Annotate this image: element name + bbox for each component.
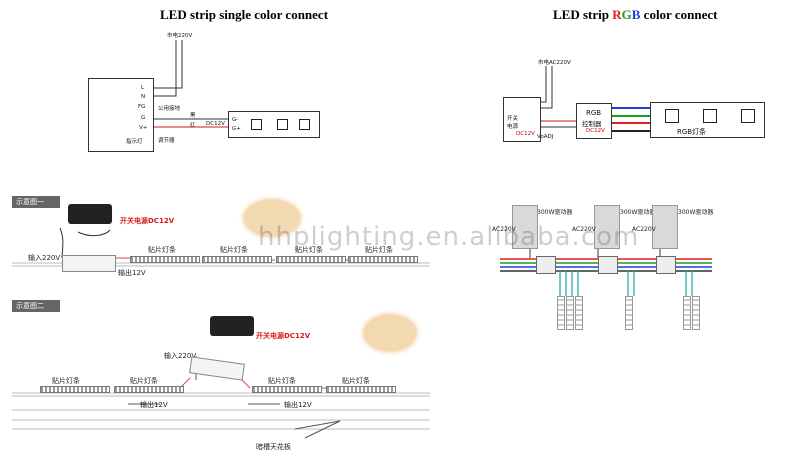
scene1-strip: [130, 256, 200, 263]
rgb-title-suffix: color connect: [640, 7, 718, 22]
rgb-mains-label: 市电AC220V: [538, 60, 571, 66]
terminal-note-adjuster: 调节器: [158, 138, 175, 144]
rgb-driver-label: 300W驱动器: [537, 209, 573, 216]
scene2-tag: 示意图二: [12, 300, 60, 312]
led-chip: [277, 119, 288, 130]
watermark-text: hhplighting.en.alibaba.com: [258, 222, 640, 252]
scene2-strip-label: 贴片灯条: [342, 377, 370, 385]
scene1-led-reel: [244, 200, 300, 236]
supply-voltage: DC12V: [516, 131, 535, 137]
rgb-controller: RGB 控制器 DC12V: [576, 103, 612, 139]
ceiling-label: 暗槽天花板: [256, 443, 291, 451]
scene2-input-label: 输入220V: [164, 352, 197, 360]
controller-label-2: 控制器: [582, 120, 602, 128]
rgb-strip-drop: [692, 296, 700, 330]
rgb-led-chip: [665, 109, 679, 123]
rgb-power-supply: 开关 电源 DC12V: [503, 97, 541, 142]
scene2-power-label: 开关电源DC12V: [256, 332, 311, 340]
terminal-indicator: 指示灯: [126, 139, 143, 145]
rgb-connector: [536, 256, 556, 274]
scene1-strip: [348, 256, 418, 263]
single-mains-label: 市电220V: [167, 33, 193, 39]
terminal-note-ground: 公用接地: [158, 106, 181, 112]
wire-black-label: 黑: [190, 113, 196, 119]
controller-voltage: DC12V: [586, 128, 605, 134]
scene2-strip-label: 贴片灯条: [130, 377, 158, 385]
wire-red-label: 红: [190, 123, 196, 129]
strip-pin-minus: G-: [232, 117, 239, 123]
rgb-color-title: LED strip RGB color connect: [553, 7, 717, 23]
rgb-title-g: G: [621, 7, 632, 22]
scene2-strip-label: 贴片灯条: [268, 377, 296, 385]
single-color-title: LED strip single color connect: [160, 7, 328, 23]
rgb-ac-label: AC220V: [632, 226, 656, 233]
rgb-led-strip: RGB灯条: [650, 102, 765, 138]
scene2-strip: [326, 386, 396, 393]
rgb-title-b: B: [631, 7, 641, 22]
rgb-strip-drop: [625, 296, 633, 330]
rgb-title-prefix: LED strip: [553, 7, 613, 22]
rgb-driver-unit: [512, 205, 538, 249]
rgb-driver-unit: [652, 205, 678, 249]
scene1-strip-label: 贴片灯条: [220, 246, 248, 254]
supply-adj: VoADJ: [537, 134, 554, 140]
dc12v-label: DC12V: [206, 121, 225, 127]
scene1-strip-label: 贴片灯条: [148, 246, 176, 254]
terminal-fg: FG: [138, 104, 146, 110]
scene2-output-right: 输出12V: [284, 401, 312, 409]
scene2-led-reel: [364, 315, 416, 351]
rgb-strip-drop: [557, 296, 565, 330]
rgb-ac-label: AC220V: [492, 226, 516, 233]
single-led-strip: G- G+: [228, 111, 320, 138]
controller-label-1: RGB: [586, 109, 602, 117]
scene2-strip: [40, 386, 110, 393]
led-chip: [251, 119, 262, 130]
scene1-adapter: [68, 204, 112, 224]
supply-label-1: 开关: [507, 116, 519, 122]
terminal-v-plus: V+: [139, 125, 148, 131]
strip-pin-plus: G+: [232, 126, 241, 132]
rgb-ac-label: AC220V: [572, 226, 596, 233]
scene2-output-left: 输出12V: [140, 401, 168, 409]
scene1-strip: [202, 256, 272, 263]
scene1-strip: [276, 256, 346, 263]
scene2-adapter: [210, 316, 254, 336]
led-chip: [299, 119, 310, 130]
rgb-title-r: R: [612, 7, 622, 22]
scene1-output-label: 输出12V: [118, 269, 146, 277]
rgb-strip-drop: [683, 296, 691, 330]
terminal-l: L: [141, 85, 145, 91]
scene1-tag: 示意图一: [12, 196, 60, 208]
scene1-input-label: 输入220V: [28, 254, 61, 262]
rgb-led-chip: [741, 109, 755, 123]
rgb-strip-label: RGB灯条: [677, 128, 707, 136]
rgb-led-chip: [703, 109, 717, 123]
power-supply-box: [88, 78, 154, 152]
single-color-title-text: LED strip single color connect: [160, 7, 329, 22]
rgb-driver-label: 300W驱动器: [678, 209, 714, 216]
rgb-driver-label: 300W驱动器: [620, 209, 656, 216]
rgb-strip-drop: [575, 296, 583, 330]
rgb-connector: [598, 256, 618, 274]
rgb-connector: [656, 256, 676, 274]
scene1-driver-box: [62, 255, 116, 272]
scene2-strip-label: 贴片灯条: [52, 377, 80, 385]
scene2-strip: [114, 386, 184, 393]
terminal-n: N: [141, 94, 146, 100]
scene1-power-label: 开关电源DC12V: [120, 217, 175, 225]
rgb-strip-drop: [566, 296, 574, 330]
scene1-strip-label: 贴片灯条: [295, 246, 323, 254]
terminal-g: G: [141, 115, 146, 121]
supply-label-2: 电源: [507, 124, 519, 130]
scene2-strip: [252, 386, 322, 393]
scene1-strip-label: 贴片灯条: [365, 246, 393, 254]
rgb-driver-unit: [594, 205, 620, 249]
